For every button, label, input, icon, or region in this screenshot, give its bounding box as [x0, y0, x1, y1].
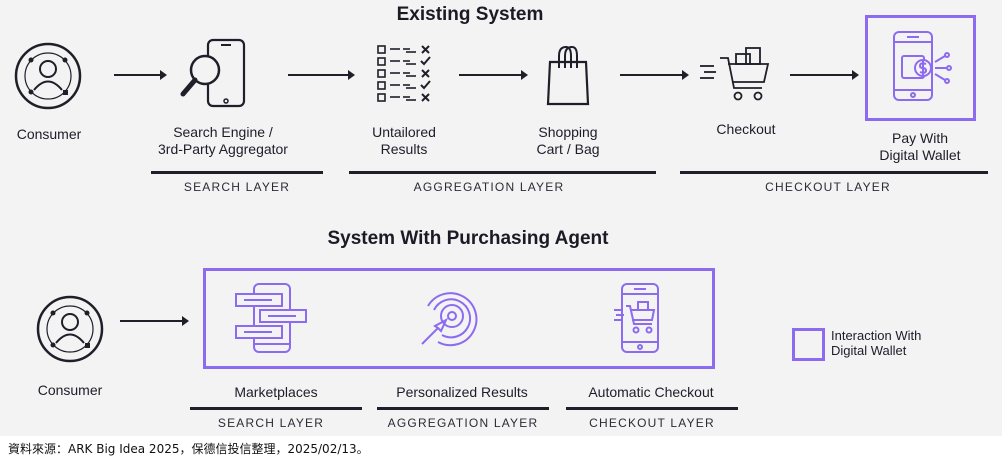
- consumer-icon: [14, 42, 82, 110]
- legend-label: Interaction With Digital Wallet: [831, 328, 922, 358]
- cart-phone-icon: [614, 283, 659, 353]
- arrow-right-icon: [114, 70, 167, 80]
- personalized-results-label: Personalized Results: [396, 384, 528, 400]
- search-layer-label: SEARCH LAYER: [183, 180, 291, 194]
- aggregation-layer-bar: [349, 171, 656, 174]
- marketplaces-label: Marketplaces: [234, 384, 318, 400]
- existing-system-title: Existing System: [396, 4, 544, 25]
- checkout-label: Checkout: [716, 121, 776, 137]
- source-footnote: 資料來源：ARK Big Idea 2025，保德信投信整理，2025/02/1…: [8, 442, 369, 456]
- arrow-right-icon: [459, 70, 528, 80]
- digital-wallet-highlight: [865, 15, 976, 121]
- legend-swatch: [792, 328, 825, 361]
- diagram-canvas: Existing System Consumer Search Engine /…: [0, 0, 1002, 436]
- checkout-layer-bar: [566, 407, 738, 410]
- shopping-cart-bag-label: Shopping Cart / Bag: [536, 124, 600, 157]
- search-layer-bar: [151, 171, 323, 174]
- shopping-cart-icon: [700, 47, 770, 101]
- existing-consumer-label: Consumer: [16, 126, 82, 142]
- checkout-layer-label: CHECKOUT LAYER: [589, 416, 715, 430]
- pay-with-digital-wallet-label: Pay With Digital Wallet: [879, 130, 961, 163]
- marketplaces-phone-icon: [235, 283, 307, 353]
- search-phone-icon: [180, 38, 246, 108]
- target-icon: [421, 292, 478, 347]
- digital-wallet-icon: [893, 31, 952, 101]
- aggregation-layer-label: AGGREGATION LAYER: [413, 180, 565, 194]
- aggregation-layer-bar: [377, 407, 549, 410]
- search-layer-label: SEARCH LAYER: [217, 416, 325, 430]
- arrow-right-icon: [120, 316, 189, 326]
- automatic-checkout-label: Automatic Checkout: [588, 384, 714, 400]
- arrow-right-icon: [790, 70, 859, 80]
- arrow-right-icon: [288, 70, 355, 80]
- search-layer-bar: [190, 407, 362, 410]
- untailored-results-label: Untailored Results: [372, 124, 436, 157]
- aggregation-layer-label: AGGREGATION LAYER: [387, 416, 539, 430]
- search-engine-label: Search Engine / 3rd-Party Aggregator: [158, 124, 288, 157]
- checkout-layer-label: CHECKOUT LAYER: [765, 180, 891, 194]
- agent-consumer-label: Consumer: [37, 382, 103, 398]
- shopping-bag-icon: [546, 45, 590, 106]
- checkout-layer-bar: [680, 171, 988, 174]
- agent-system-title: System With Purchasing Agent: [327, 228, 609, 249]
- purchasing-agent-highlight: [203, 268, 715, 369]
- arrow-right-icon: [620, 70, 689, 80]
- results-list-icon: [377, 45, 431, 102]
- consumer-icon: [36, 295, 104, 363]
